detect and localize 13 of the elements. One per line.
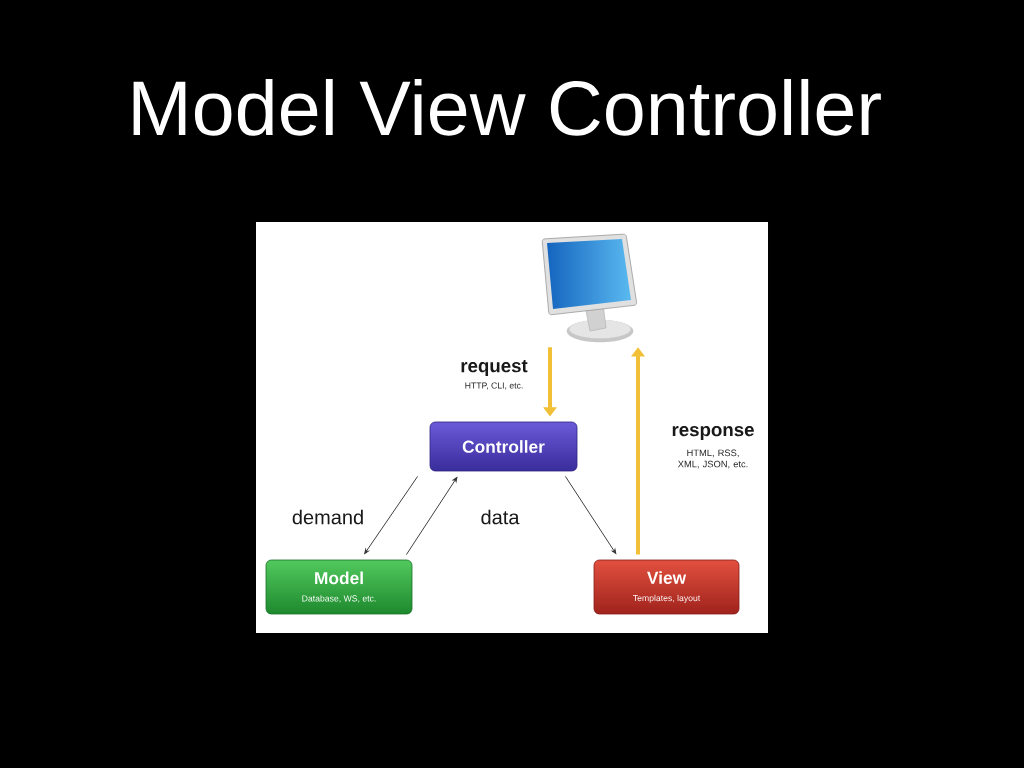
edge-label: data <box>481 509 520 525</box>
component-box: View Templates, layout <box>593 559 740 615</box>
title: Model View Controller <box>133 78 881 136</box>
edge-label: demand <box>292 509 363 525</box>
format-note: HTTP, CLI, etc. <box>465 382 523 390</box>
component-box: Controller <box>429 421 578 472</box>
edge-label: request <box>461 359 528 377</box>
edge-label: response <box>672 426 754 440</box>
arrow <box>364 475 419 555</box>
arrow <box>564 475 617 555</box>
format-note: HTML, RSS, XML, JSON, etc. <box>677 449 748 469</box>
component-box: Model Database, WS, etc. <box>265 559 413 615</box>
arrow <box>405 477 458 556</box>
